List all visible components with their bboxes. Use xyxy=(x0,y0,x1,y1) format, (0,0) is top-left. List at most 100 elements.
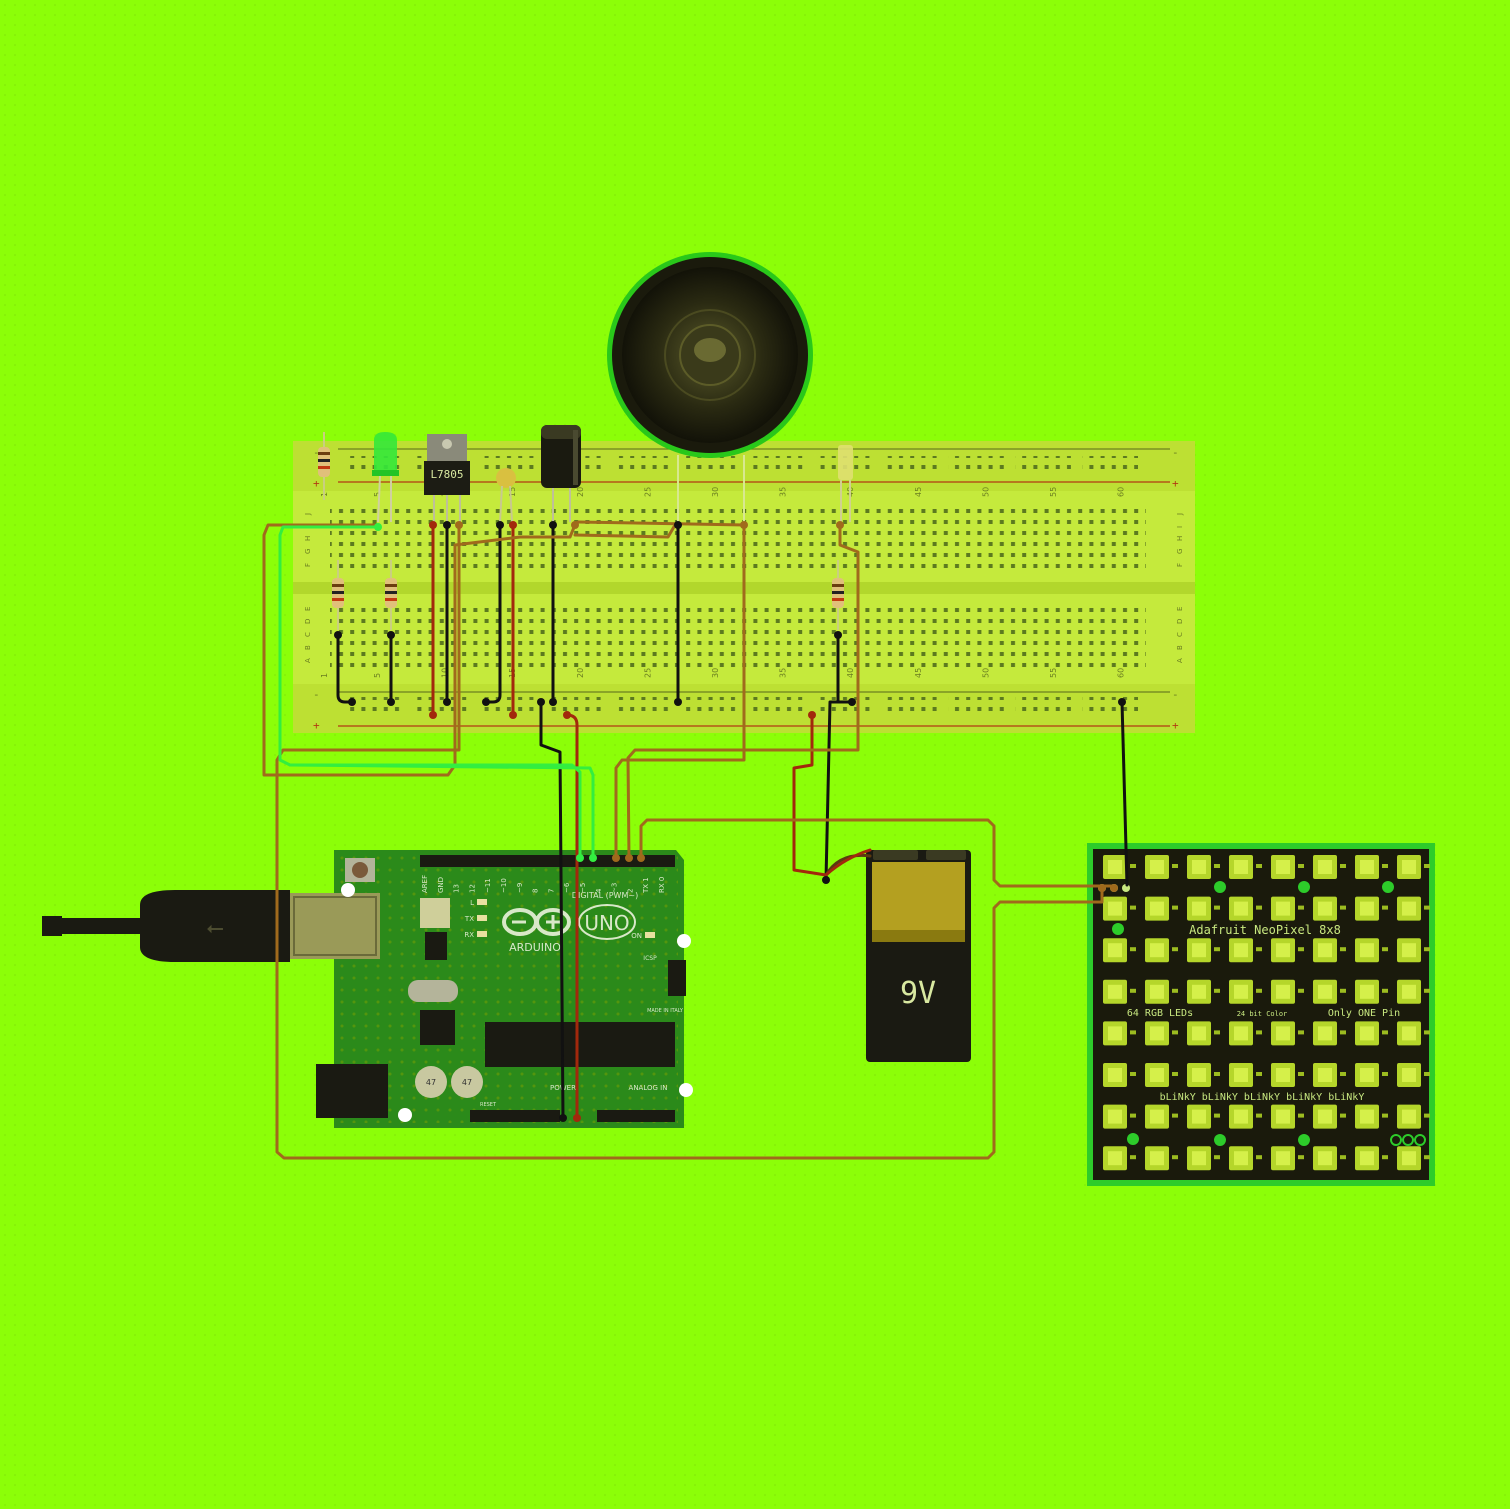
neopixel-cap xyxy=(1256,947,1262,952)
row-letter: G xyxy=(1176,549,1184,554)
neopixel-via xyxy=(1112,923,1124,935)
capacitor-2 xyxy=(451,1066,483,1098)
regulator-label: L7805 xyxy=(430,468,463,481)
neopixel-cap xyxy=(1214,988,1220,993)
neopixel-led-lens xyxy=(1192,860,1206,874)
piezo-element xyxy=(838,445,853,522)
neopixel-cap xyxy=(1340,988,1346,993)
neopixel-via xyxy=(1214,1134,1226,1146)
arduino-brand: ARDUINO xyxy=(509,941,561,954)
status-led-label: RX xyxy=(464,931,474,939)
neopixel-led-lens xyxy=(1192,943,1206,958)
neopixel-led-lens xyxy=(1192,1068,1206,1082)
resistor-row-a xyxy=(332,560,344,630)
column-number: 5 xyxy=(373,673,382,678)
row-letter: F xyxy=(304,563,312,567)
resistor-top xyxy=(318,432,330,500)
digital-header xyxy=(420,855,675,867)
neopixel-led-lens xyxy=(1234,1109,1248,1124)
icsp-label: ICSP xyxy=(643,955,657,962)
neopixel-led-lens xyxy=(1108,1109,1122,1124)
neopixel-cap xyxy=(1382,1072,1388,1076)
pin-label: 8 xyxy=(532,889,540,893)
column-number: 20 xyxy=(576,668,585,678)
neopixel-cap xyxy=(1256,1155,1262,1160)
neopixel-led-lens xyxy=(1108,860,1122,874)
neopixel-cap xyxy=(1424,947,1430,952)
capacitor-2-label: 47 xyxy=(462,1078,472,1087)
dc-power-jack[interactable] xyxy=(316,1064,388,1118)
battery-9v: 9V xyxy=(866,850,971,1062)
neopixel-cap xyxy=(1214,1113,1220,1118)
neopixel-cap xyxy=(1256,905,1262,910)
column-number: 25 xyxy=(643,668,652,678)
neopixel-cap xyxy=(1214,1030,1220,1035)
usb-plug xyxy=(140,890,290,962)
column-number: 60 xyxy=(1117,668,1126,678)
neopixel-cap xyxy=(1298,864,1304,868)
neopixel-cap xyxy=(1298,1155,1304,1160)
neopixel-cap xyxy=(1340,864,1346,868)
neopixel-led-lens xyxy=(1150,901,1164,916)
column-number: 5 xyxy=(373,492,382,497)
neopixel-subtitle-mid: 24 bit Color xyxy=(1237,1010,1288,1018)
column-number: 50 xyxy=(981,668,990,678)
neopixel-led-lens xyxy=(1234,860,1248,874)
green-led xyxy=(372,432,399,523)
rail-plus-top-right: + xyxy=(1172,477,1179,490)
neopixel-cap xyxy=(1340,1072,1346,1076)
wire-piezo-signal xyxy=(626,523,860,860)
neopixel-led-lens xyxy=(1402,1151,1416,1166)
pin-label: 13 xyxy=(453,884,461,893)
neopixel-led-lens xyxy=(1360,1026,1374,1041)
wire-button-green xyxy=(278,525,582,860)
neopixel-led-lens xyxy=(1360,1151,1374,1166)
neopixel-led-lens xyxy=(1192,1026,1206,1041)
status-led-label: L xyxy=(470,899,474,907)
neopixel-subtitle-right: Only ONE Pin xyxy=(1328,1008,1400,1019)
neopixel-cap xyxy=(1424,1155,1430,1160)
neopixel-led-lens xyxy=(1318,984,1332,999)
neopixel-cap xyxy=(1172,1030,1178,1035)
rail-plus-bottom-right: + xyxy=(1172,719,1179,732)
wires xyxy=(262,520,1129,1160)
column-number: 45 xyxy=(914,668,923,678)
neopixel-led-lens xyxy=(1318,1151,1332,1166)
arduino-logo xyxy=(502,908,571,936)
pin-label: 2 xyxy=(626,889,634,893)
reset-pin-label: RESET xyxy=(480,1102,497,1108)
neopixel-led-lens xyxy=(1234,943,1248,958)
neopixel-cap xyxy=(1340,1113,1346,1118)
neopixel-cap xyxy=(1424,1030,1430,1035)
neopixel-led-lens xyxy=(1360,984,1374,999)
rail-minus-top-left: - xyxy=(313,446,320,459)
power-header xyxy=(470,1110,560,1122)
neopixel-led-lens xyxy=(1108,1068,1122,1082)
neopixel-footer: bLiNkY bLiNkY bLiNkY bLiNkY bLiNkY xyxy=(1160,1092,1365,1103)
column-number: 55 xyxy=(1049,668,1058,678)
pin-label: RX 0 xyxy=(658,877,666,893)
neopixel-led-lens xyxy=(1192,1151,1206,1166)
neopixel-cap xyxy=(1172,864,1178,868)
crystal xyxy=(408,980,458,1002)
column-number: 15 xyxy=(508,487,517,497)
usb-b-port[interactable] xyxy=(290,893,380,959)
arduino-uno: 47 47 UNO ARDUINO DIGITAL (PWM~) ANALOG … xyxy=(290,850,693,1128)
column-number: 30 xyxy=(711,487,720,497)
neopixel-cap xyxy=(1130,988,1136,993)
neopixel-led-lens xyxy=(1276,901,1290,916)
column-number: 60 xyxy=(1117,487,1126,497)
neopixel-cap xyxy=(1298,947,1304,952)
battery-label: 9V xyxy=(900,976,936,1011)
neopixel-led-lens xyxy=(1402,1109,1416,1124)
wire-gnd-1 xyxy=(336,633,354,704)
status-led-label: ON xyxy=(631,932,642,940)
neopixel-cap xyxy=(1424,864,1430,868)
row-letter: C xyxy=(304,632,312,637)
pin-label: ~5 xyxy=(579,883,587,893)
neopixel-led-lens xyxy=(1108,984,1122,999)
neopixel-cap xyxy=(1382,1113,1388,1118)
neopixel-led-lens xyxy=(1150,1109,1164,1124)
